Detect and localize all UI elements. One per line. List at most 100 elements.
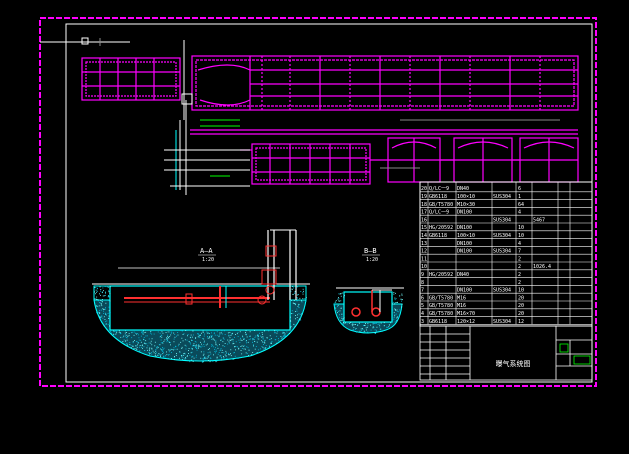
soil-speck	[203, 353, 205, 355]
soil-speck	[209, 348, 210, 350]
soil-speck	[116, 331, 118, 333]
soil-speck	[197, 345, 199, 347]
soil-speck	[374, 323, 375, 324]
soil-speck	[222, 337, 224, 339]
soil-speck	[270, 341, 272, 343]
soil-speck	[357, 324, 359, 326]
soil-speck	[282, 336, 284, 338]
soil-speck	[194, 345, 196, 346]
soil-speck	[343, 323, 344, 325]
soil-speck	[360, 328, 362, 330]
soil-speck	[341, 316, 343, 318]
soil-speck	[132, 341, 134, 343]
table-cell: 5467	[533, 217, 545, 223]
soil-speck	[97, 300, 99, 302]
soil-speck	[395, 313, 397, 315]
soil-speck	[197, 333, 199, 335]
soil-speck	[252, 341, 253, 343]
soil-speck	[123, 339, 125, 341]
soil-speck	[296, 297, 298, 299]
table-cell: 2	[518, 256, 521, 262]
soil-speck	[280, 336, 282, 337]
soil-speck	[388, 326, 390, 328]
soil-speck	[105, 307, 106, 309]
soil-speck	[187, 355, 188, 357]
soil-speck	[366, 329, 367, 331]
soil-speck	[261, 346, 263, 347]
soil-speck	[188, 350, 189, 351]
soil-speck	[243, 338, 244, 340]
soil-speck	[94, 287, 96, 288]
soil-speck	[181, 337, 183, 339]
soil-speck	[341, 313, 343, 315]
soil-speck	[220, 356, 222, 358]
soil-speck	[256, 334, 258, 336]
table-cell: M10×30	[457, 202, 475, 208]
soil-speck	[262, 333, 263, 335]
soil-speck	[97, 287, 98, 289]
soil-speck	[237, 336, 239, 337]
table-cell: HG/20592	[429, 272, 453, 278]
soil-speck	[394, 315, 396, 317]
table-cell: 11	[421, 256, 427, 262]
soil-speck	[231, 333, 233, 335]
soil-speck	[136, 349, 138, 350]
soil-speck	[265, 347, 267, 348]
table-cell: Q/LC一9	[429, 210, 449, 216]
table-cell: 20	[518, 295, 524, 301]
soil-speck	[222, 345, 224, 347]
soil-speck	[207, 349, 209, 350]
soil-speck	[128, 335, 130, 336]
soil-speck	[202, 358, 204, 360]
soil-speck	[341, 320, 343, 321]
soil-speck	[242, 356, 244, 358]
soil-speck	[167, 336, 169, 338]
soil-speck	[229, 339, 231, 341]
soil-speck	[149, 352, 151, 354]
soil-speck	[362, 329, 364, 330]
soil-speck	[263, 344, 264, 345]
soil-speck	[200, 351, 202, 353]
soil-speck	[394, 314, 396, 316]
soil-speck	[367, 323, 369, 325]
soil-speck	[192, 334, 194, 336]
soil-speck	[212, 360, 214, 362]
soil-speck	[166, 341, 168, 343]
table-cell: GB/T5780	[429, 202, 453, 208]
table-cell: M16	[457, 295, 466, 301]
soil-speck	[195, 341, 197, 343]
table-cell: 17	[421, 210, 427, 216]
soil-speck	[115, 333, 117, 335]
soil-speck	[108, 290, 109, 292]
soil-speck	[136, 345, 137, 347]
soil-speck	[262, 336, 264, 338]
soil-speck	[207, 352, 209, 354]
soil-speck	[241, 353, 243, 355]
table-cell: DN40	[457, 186, 469, 192]
soil-speck	[183, 354, 185, 356]
soil-speck	[363, 325, 364, 326]
soil-speck	[235, 349, 236, 351]
soil-speck	[401, 303, 403, 305]
soil-speck	[256, 352, 258, 353]
soil-speck	[145, 335, 147, 337]
soil-speck	[173, 338, 175, 340]
soil-speck	[204, 357, 206, 359]
soil-speck	[346, 323, 348, 325]
soil-speck	[375, 332, 377, 334]
soil-speck	[264, 347, 266, 349]
soil-speck	[100, 309, 102, 311]
soil-speck	[159, 354, 161, 356]
soil-speck	[286, 331, 288, 333]
soil-speck	[189, 354, 191, 356]
soil-speck	[182, 357, 184, 359]
soil-speck	[216, 357, 218, 359]
soil-speck	[108, 312, 110, 314]
soil-speck	[380, 322, 382, 324]
soil-speck	[230, 349, 232, 351]
soil-speck	[390, 322, 392, 324]
soil-speck	[111, 332, 112, 334]
soil-speck	[202, 361, 203, 362]
soil-speck	[251, 338, 253, 339]
